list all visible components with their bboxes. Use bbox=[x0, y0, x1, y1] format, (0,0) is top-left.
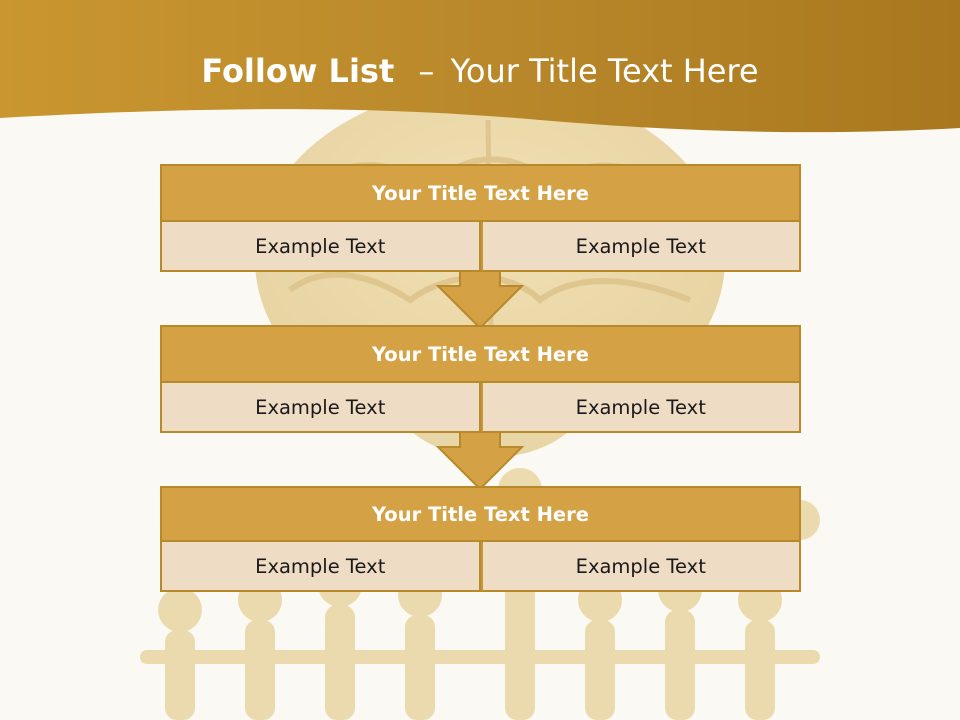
list-block-cell-right: Example Text bbox=[480, 383, 801, 433]
list-block-2: Your Title Text Here Example Text Exampl… bbox=[160, 325, 801, 433]
header-band bbox=[0, 0, 960, 133]
list-block-row: Example Text Example Text bbox=[160, 222, 801, 272]
list-block-row: Example Text Example Text bbox=[160, 383, 801, 433]
title-dash: – bbox=[418, 52, 435, 90]
list-block-title: Your Title Text Here bbox=[160, 325, 801, 383]
list-block-cell-right: Example Text bbox=[480, 542, 801, 592]
list-block-1: Your Title Text Here Example Text Exampl… bbox=[160, 164, 801, 272]
title-rest: Your Title Text Here bbox=[450, 52, 759, 90]
list-block-cell-left: Example Text bbox=[160, 383, 481, 433]
list-block-row: Example Text Example Text bbox=[160, 542, 801, 592]
slide-title: Follow List – Your Title Text Here bbox=[0, 52, 960, 90]
list-block-title: Your Title Text Here bbox=[160, 486, 801, 542]
list-block-cell-right: Example Text bbox=[480, 222, 801, 272]
title-bold-part: Follow List bbox=[201, 52, 395, 90]
list-block-cell-left: Example Text bbox=[160, 222, 481, 272]
list-block-cell-left: Example Text bbox=[160, 542, 481, 592]
list-block-title: Your Title Text Here bbox=[160, 164, 801, 222]
list-block-3: Your Title Text Here Example Text Exampl… bbox=[160, 486, 801, 592]
